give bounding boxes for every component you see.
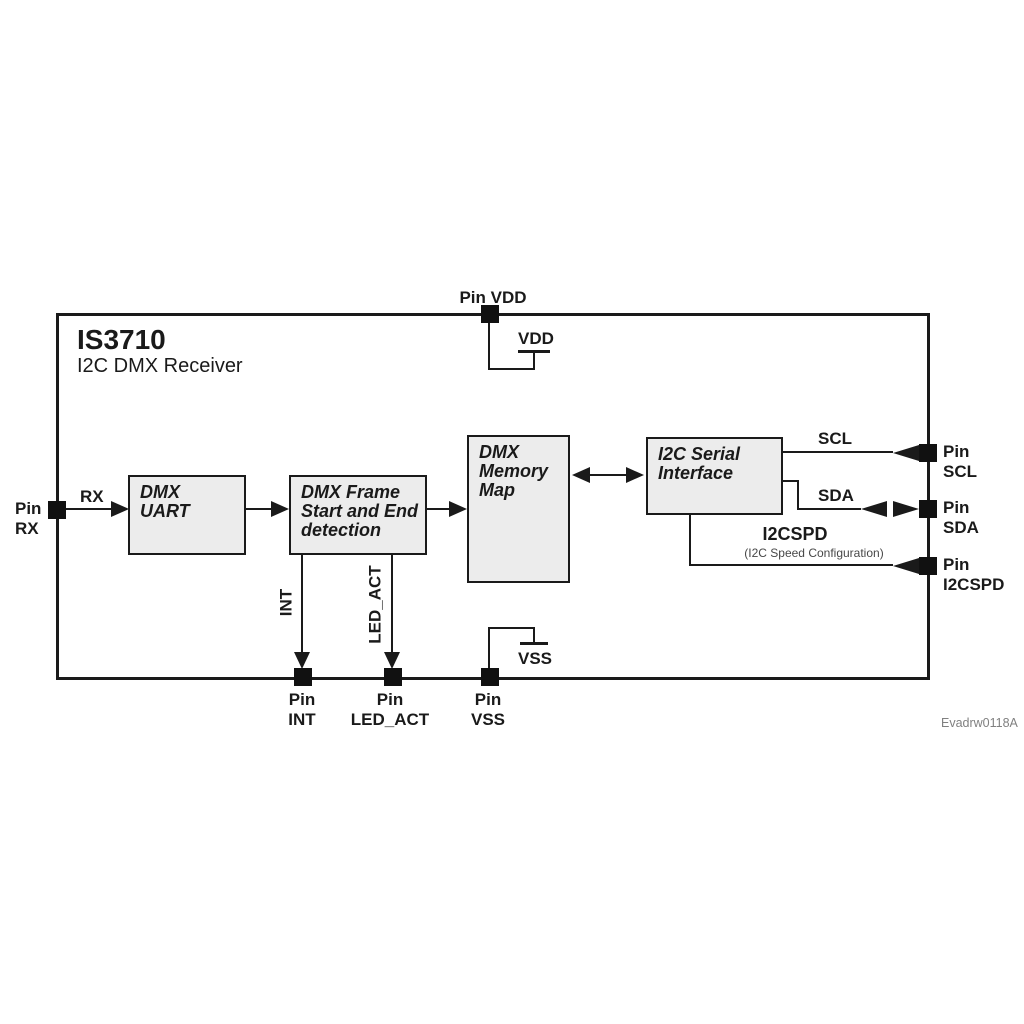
arrowhead-rx-into-uart bbox=[111, 501, 129, 517]
block-dmx-frame-detection-label: DMX Frame Start and End detection bbox=[301, 482, 419, 540]
chip-subtitle: I2C DMX Receiver bbox=[77, 355, 243, 377]
pin-vss bbox=[481, 668, 499, 686]
arrowhead-scl bbox=[893, 445, 919, 461]
wire-i2cspd-horizontal bbox=[689, 564, 893, 566]
arrowhead-sda-right bbox=[893, 501, 919, 517]
pin-vdd bbox=[481, 305, 499, 323]
arrowhead-into-i2c bbox=[626, 467, 644, 483]
signal-int-label: INT bbox=[276, 588, 296, 617]
block-i2c-serial-interface: I2C Serial Interface bbox=[646, 437, 783, 515]
pin-vdd-label: Pin VDD bbox=[459, 288, 527, 307]
pin-rx-label: Pin RX bbox=[15, 499, 42, 538]
block-dmx-memory-map-label: DMX Memory Map bbox=[479, 442, 549, 500]
pin-scl-label: Pin SCL bbox=[943, 442, 977, 481]
wire-int bbox=[301, 555, 303, 654]
pin-scl bbox=[919, 444, 937, 462]
wire-sda-horizontal-lower bbox=[797, 508, 861, 510]
wire-scl bbox=[783, 451, 893, 453]
signal-led-act-label: LED_ACT bbox=[365, 565, 385, 644]
wire-frame-to-memory bbox=[427, 508, 453, 510]
arrowhead-led-act bbox=[384, 652, 400, 669]
pin-vss-label: Pin VSS bbox=[470, 690, 506, 729]
pin-sda bbox=[919, 500, 937, 518]
signal-i2cspd-label: I2CSPD bbox=[762, 524, 828, 544]
block-dmx-memory-map: DMX Memory Map bbox=[467, 435, 570, 583]
document-number: Evadrw0118A bbox=[941, 716, 1018, 730]
wire-memory-i2c bbox=[586, 474, 630, 476]
wire-vdd-riser bbox=[533, 352, 535, 370]
pin-i2cspd bbox=[919, 557, 937, 575]
pin-rx bbox=[48, 501, 66, 519]
signal-rx-label: RX bbox=[80, 487, 104, 506]
vss-rail-bar bbox=[520, 642, 548, 645]
wire-sda-vertical bbox=[797, 480, 799, 510]
arrowhead-uart-to-frame bbox=[271, 501, 289, 517]
arrowhead-int bbox=[294, 652, 310, 669]
arrowhead-i2cspd bbox=[893, 558, 919, 574]
pin-led-act bbox=[384, 668, 402, 686]
wire-uart-to-frame bbox=[246, 508, 274, 510]
wire-vdd-drop bbox=[488, 323, 490, 370]
wire-vss-horizontal bbox=[488, 627, 535, 629]
pin-int bbox=[294, 668, 312, 686]
wire-led-act bbox=[391, 555, 393, 654]
wire-rx bbox=[66, 508, 114, 510]
pin-i2cspd-label: Pin I2CSPD bbox=[943, 555, 1005, 594]
pin-led-act-label: Pin LED_ACT bbox=[350, 690, 430, 729]
wire-vss-riser bbox=[488, 627, 490, 668]
block-i2c-serial-interface-label: I2C Serial Interface bbox=[658, 444, 741, 483]
arrowhead-sda-left bbox=[861, 501, 887, 517]
block-dmx-uart-label: DMX UART bbox=[140, 482, 190, 521]
block-dmx-frame-detection: DMX Frame Start and End detection bbox=[289, 475, 427, 555]
signal-scl-label: SCL bbox=[818, 429, 852, 448]
block-dmx-uart: DMX UART bbox=[128, 475, 246, 555]
signal-i2cspd-note: (I2C Speed Configuration) bbox=[744, 546, 884, 560]
pin-int-label: Pin INT bbox=[288, 690, 316, 729]
pin-sda-label: Pin SDA bbox=[943, 498, 979, 537]
wire-sda-horizontal-upper bbox=[783, 480, 799, 482]
vss-rail-label: VSS bbox=[518, 649, 553, 668]
arrowhead-frame-to-memory bbox=[449, 501, 467, 517]
signal-sda-label: SDA bbox=[818, 486, 854, 505]
wire-i2cspd-vertical bbox=[689, 515, 691, 566]
chip-title: IS3710 bbox=[77, 324, 166, 355]
wire-vdd-horizontal bbox=[488, 368, 535, 370]
vdd-rail-label: VDD bbox=[518, 329, 554, 348]
vdd-rail-bar bbox=[518, 350, 550, 353]
wire-vss-drop bbox=[533, 627, 535, 644]
arrowhead-into-memory bbox=[572, 467, 590, 483]
